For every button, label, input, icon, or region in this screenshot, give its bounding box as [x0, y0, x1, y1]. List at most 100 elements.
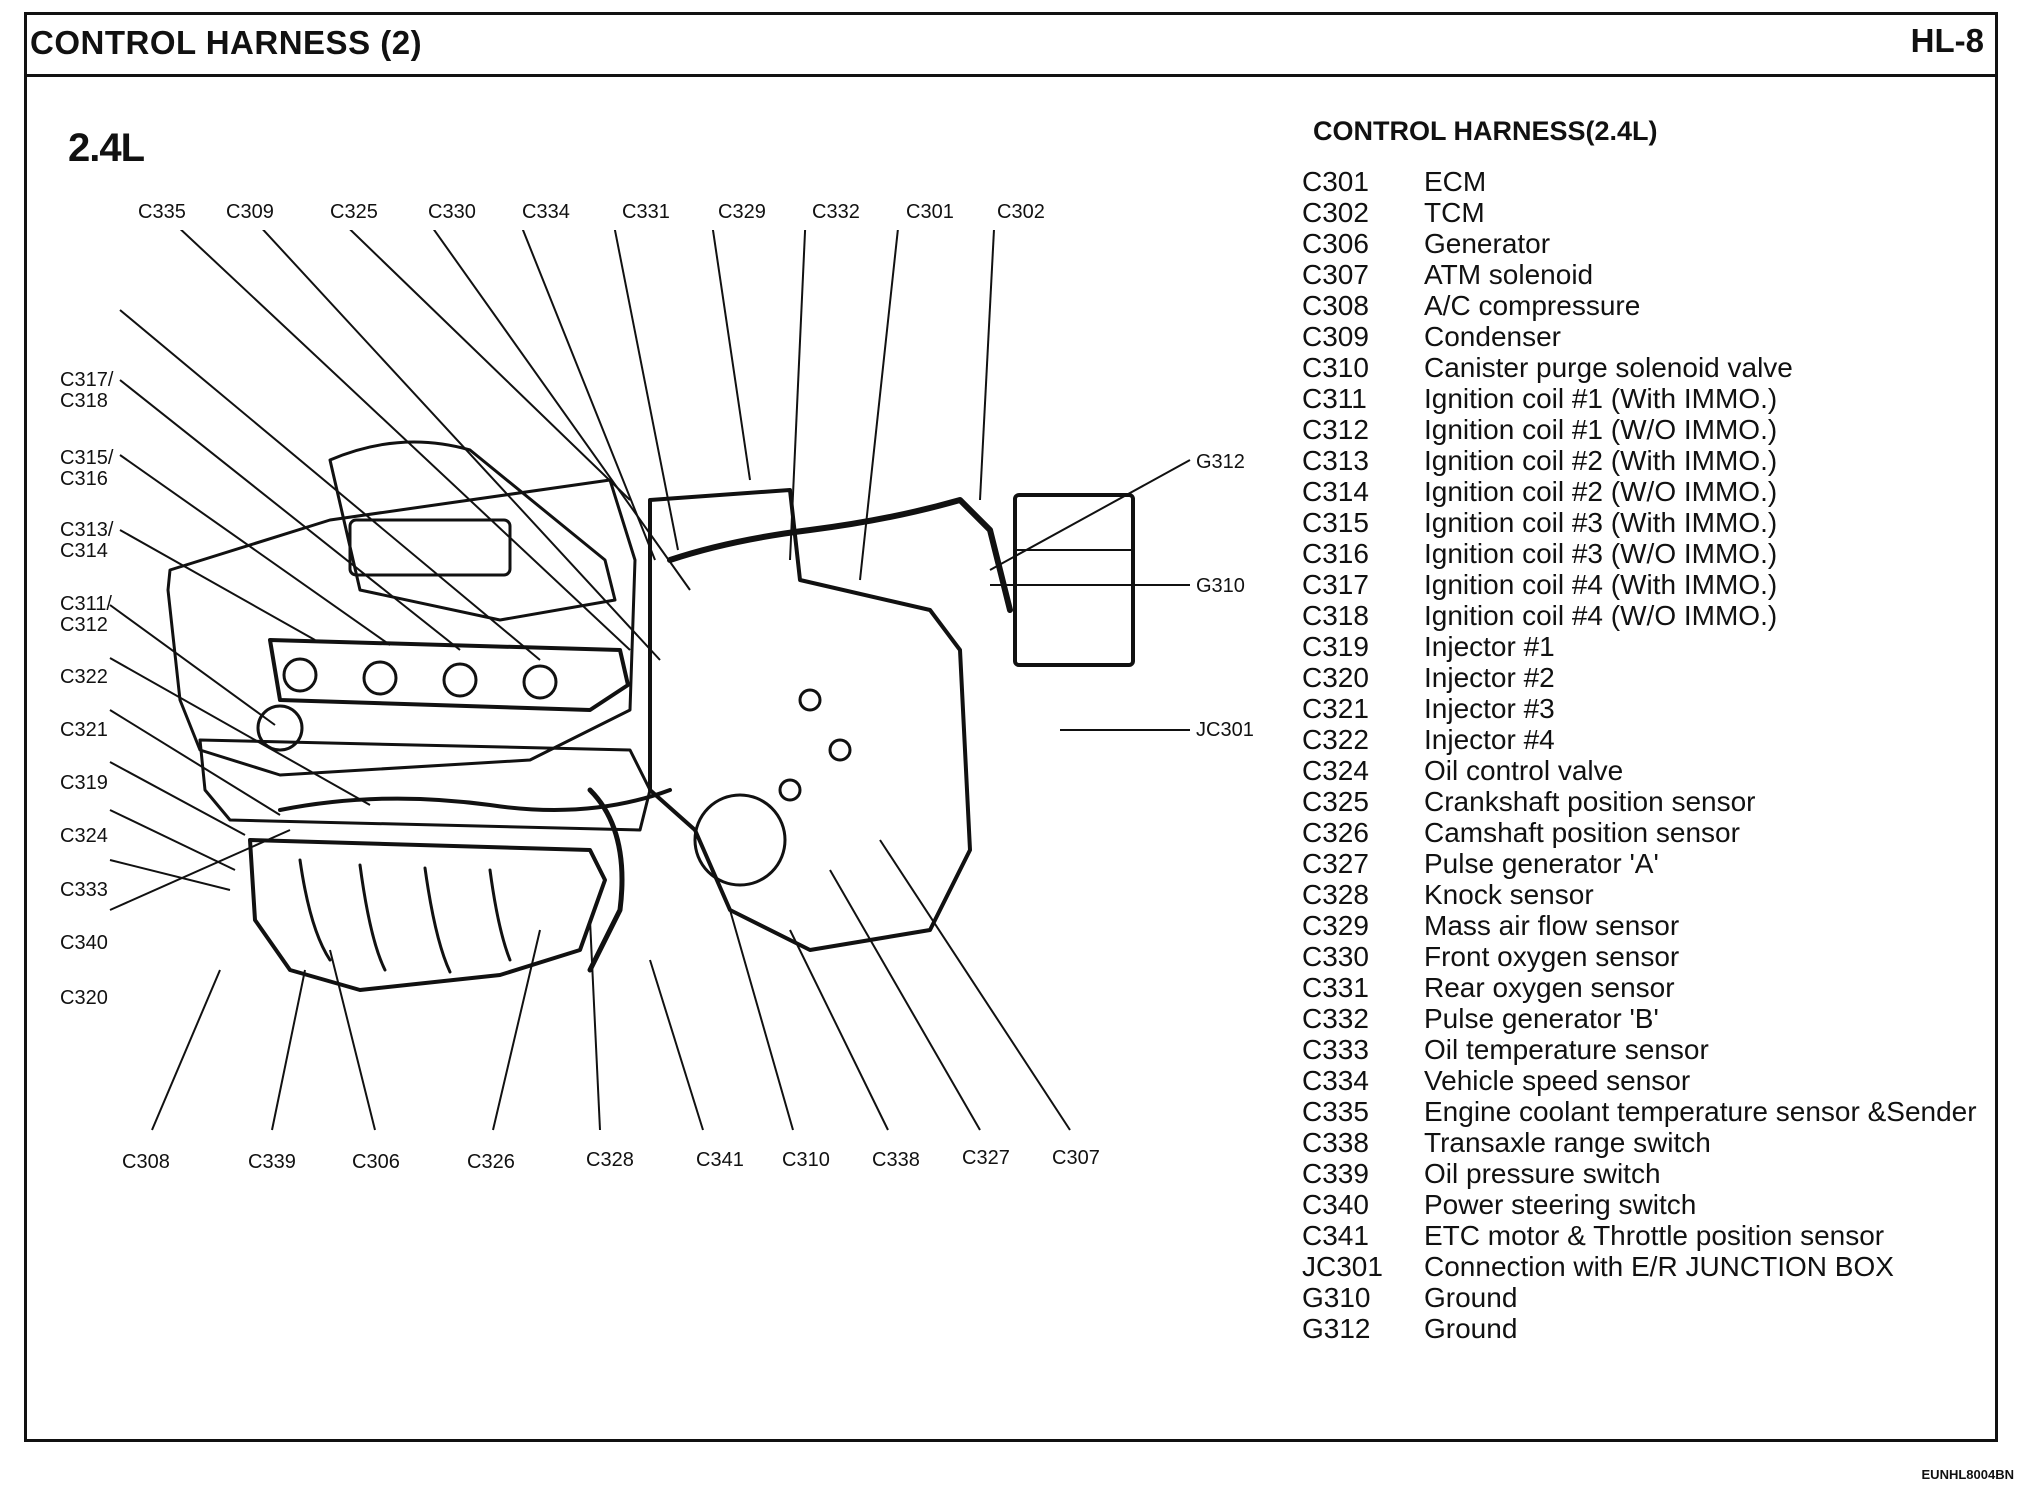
- coil-bank: [268, 638, 630, 712]
- legend-code: C306: [1302, 227, 1369, 259]
- leader-c301: [859, 230, 899, 581]
- header-rule: [24, 74, 1998, 77]
- callout-top-8: C301: [906, 201, 954, 223]
- legend-code: C301: [1302, 165, 1369, 197]
- callout-left-4: C322: [60, 666, 108, 688]
- legend-description: A/C compressure: [1424, 289, 1641, 321]
- callout-top-3: C330: [428, 201, 476, 223]
- intake-manifold: [248, 838, 607, 992]
- callout-top-9: C302: [997, 201, 1045, 223]
- legend-code: C333: [1302, 1033, 1369, 1065]
- callout-bottom-9: C307: [1052, 1147, 1100, 1169]
- legend-row: C315 Ignition coil #3 (With IMMO.): [1302, 507, 2002, 538]
- legend-title: CONTROL HARNESS(2.4L): [1313, 116, 1658, 146]
- legend-description: Injector #3: [1424, 692, 1555, 724]
- legend-description: Canister purge solenoid valve: [1424, 351, 1793, 383]
- legend-description: Knock sensor: [1424, 878, 1594, 910]
- leader-c335: [179, 230, 631, 651]
- page-number: HL-8: [1910, 22, 1984, 59]
- legend-code: C314: [1302, 475, 1369, 507]
- legend-code: C341: [1302, 1219, 1369, 1251]
- callout-bottom-0: C308: [122, 1151, 170, 1173]
- legend-description: Injector #1: [1424, 630, 1555, 662]
- junction-box: [1013, 493, 1135, 667]
- transaxle-case: [648, 488, 972, 952]
- leader-c302: [979, 230, 995, 501]
- legend-code: C317: [1302, 568, 1369, 600]
- cam-cover-outline: [166, 478, 637, 777]
- callout-bottom-5: C341: [696, 1149, 744, 1171]
- callout-top-4: C334: [522, 201, 570, 223]
- engine-harness-diagram: C335 C309 C325 C330 C334 C331 C329 C332 …: [30, 202, 1280, 1190]
- legend-description: ATM solenoid: [1424, 258, 1594, 290]
- legend-description: Pulse generator 'A': [1424, 847, 1659, 879]
- legend-code: C331: [1302, 971, 1369, 1003]
- legend-description: Oil pressure switch: [1424, 1157, 1661, 1189]
- legend-description: Mass air flow sensor: [1424, 909, 1680, 941]
- legend-description: Rear oxygen sensor: [1424, 971, 1675, 1003]
- callout-right-1: G310: [1196, 575, 1245, 597]
- callout-left-3: C311/ C312: [60, 593, 112, 636]
- legend-description: Crankshaft position sensor: [1424, 785, 1756, 817]
- callout-left-10: C320: [60, 987, 108, 1009]
- legend-code: C316: [1302, 537, 1369, 569]
- callout-bottom-8: C327: [962, 1147, 1010, 1169]
- page-title: CONTROL HARNESS (2): [30, 24, 423, 61]
- leader-c331: [613, 230, 679, 551]
- legend-code: C318: [1302, 599, 1369, 631]
- leader-c330: [432, 230, 691, 591]
- legend-description: Camshaft position sensor: [1424, 816, 1740, 848]
- legend-description: Injector #2: [1424, 661, 1555, 693]
- legend-code: C329: [1302, 909, 1369, 941]
- legend-description: ETC motor & Throttle position sensor: [1424, 1219, 1885, 1251]
- harness-main: [667, 497, 1013, 613]
- callout-top-1: C309: [226, 201, 274, 223]
- legend-code: C315: [1302, 506, 1369, 538]
- callout-left-2: C313/ C314: [60, 519, 114, 562]
- callout-top-0: C335: [138, 201, 186, 223]
- legend-code: C319: [1302, 630, 1369, 662]
- callout-bottom-7: C338: [872, 1149, 920, 1171]
- legend-description: Injector #4: [1424, 723, 1555, 755]
- legend-description: Ignition coil #3 (With IMMO.): [1424, 506, 1778, 538]
- valve-cover-top: [328, 440, 617, 622]
- leader-c334: [521, 230, 656, 561]
- callout-bottom-4: C328: [586, 1149, 634, 1171]
- legend-code: C335: [1302, 1095, 1369, 1127]
- legend-description: Power steering switch: [1424, 1188, 1697, 1220]
- legend-description: Transaxle range switch: [1424, 1126, 1711, 1158]
- callout-left-0: C317/ C318: [60, 369, 114, 412]
- figure-code: EUNHL8004BN: [1921, 1467, 2014, 1482]
- legend-row: C319 Injector #1: [1302, 631, 2002, 662]
- engine-block-lower: [198, 738, 652, 832]
- legend-row: C341 ETC motor & Throttle position sensor: [1302, 1220, 2002, 1251]
- legend-code: C330: [1302, 940, 1369, 972]
- callout-top-7: C332: [812, 201, 860, 223]
- leader-c332: [789, 230, 807, 561]
- harness-branch: [278, 788, 672, 812]
- legend-code: C332: [1302, 1002, 1369, 1034]
- callout-top-2: C325: [330, 201, 378, 223]
- transaxle-flange: [693, 793, 787, 887]
- legend-code: G312: [1302, 1312, 1371, 1344]
